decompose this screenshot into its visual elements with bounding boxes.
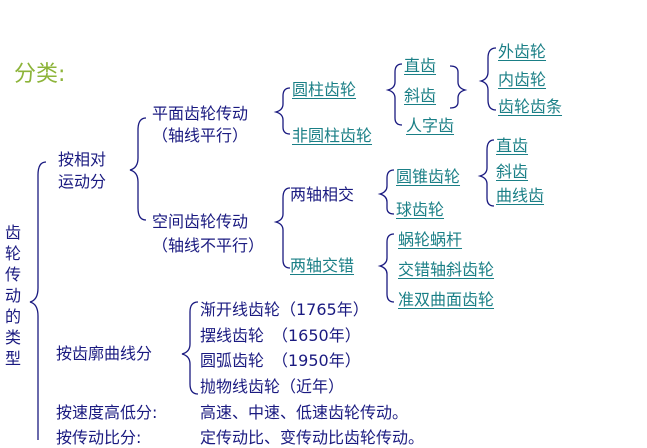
link-crossed-helical-gear[interactable]: 交错轴斜齿轮 <box>398 260 495 279</box>
link-worm-gear[interactable]: 蜗轮蜗杆 <box>398 230 463 249</box>
cylindrical-brace <box>385 63 403 126</box>
link-internal-gear[interactable]: 内齿轮 <box>498 70 547 89</box>
link-external-gear[interactable]: 外齿轮 <box>498 42 547 61</box>
speed-label: 按速度高低分: <box>56 403 158 422</box>
link-helical-teeth[interactable]: 斜齿 <box>404 86 437 105</box>
relative-motion-brace <box>129 117 147 221</box>
bevel-teeth-brace <box>477 139 495 207</box>
link-ball-gear[interactable]: 球齿轮 <box>396 200 445 219</box>
link-spur-teeth[interactable]: 直齿 <box>404 56 437 75</box>
link-bevel-gear[interactable]: 圆锥齿轮 <box>396 167 461 186</box>
teeth-brace <box>449 65 468 109</box>
intersecting-axes-label: 两轴相交 <box>290 185 355 204</box>
planar-gear-label: 平面齿轮传动 <box>152 104 249 123</box>
classification-title: 分类: <box>14 62 66 87</box>
link-hypoid-gear[interactable]: 准双曲面齿轮 <box>398 290 495 309</box>
link-rack-and-pinion[interactable]: 齿轮齿条 <box>498 97 563 116</box>
link-crossed-axes[interactable]: 两轴交错 <box>290 256 355 275</box>
speed-value: 高速、中速、低速齿轮传动。 <box>200 403 409 422</box>
cross-brace <box>377 233 395 303</box>
root-brace <box>29 161 47 440</box>
planar-brace <box>273 87 291 135</box>
intersect-brace <box>377 169 395 215</box>
relative-motion-label-line1: 按相对 <box>58 150 107 169</box>
spatial-brace <box>273 187 291 269</box>
planar-gear-axis-note: （轴线平行） <box>152 126 249 145</box>
relative-motion-label-line2: 运动分 <box>58 172 107 191</box>
spatial-gear-axis-note: （轴线不平行） <box>152 236 265 255</box>
link-bevel-curved-teeth[interactable]: 曲线齿 <box>496 186 545 205</box>
gear-type-brace <box>478 47 497 111</box>
ratio-label: 按传动比分: <box>56 428 142 447</box>
profile-item-cycloid: 摆线齿轮 （1650年） <box>200 326 361 345</box>
profile-item-involute: 渐开线齿轮（1765年） <box>200 300 369 319</box>
link-bevel-helical-teeth[interactable]: 斜齿 <box>496 162 529 181</box>
root-label-gear-transmission-types: 齿轮传动的类型 <box>4 223 21 368</box>
profile-item-parabolic: 抛物线齿轮（近年） <box>200 377 345 396</box>
link-cylindrical-gear[interactable]: 圆柱齿轮 <box>292 80 357 99</box>
profile-brace <box>181 301 199 395</box>
link-herringbone-teeth[interactable]: 人字齿 <box>406 116 455 135</box>
link-non-cylindrical-gear[interactable]: 非圆柱齿轮 <box>292 126 373 145</box>
tooth-profile-label: 按齿廓曲线分 <box>56 344 153 363</box>
spatial-gear-label: 空间齿轮传动 <box>152 212 249 231</box>
ratio-value: 定传动比、变传动比齿轮传动。 <box>200 428 425 447</box>
link-bevel-straight-teeth[interactable]: 直齿 <box>496 136 529 155</box>
profile-item-circular-arc: 圆弧齿轮 （1950年） <box>200 351 361 370</box>
